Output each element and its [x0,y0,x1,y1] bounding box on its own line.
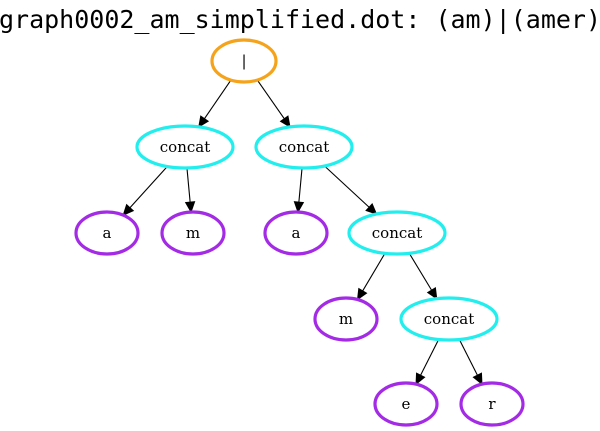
node-leaf-n3: a [74,210,140,256]
node-leaf-n7: m [313,296,379,342]
arrowhead-n2-n5 [293,201,305,214]
node-label: concat [160,138,210,156]
node-root-n0: | [210,38,278,84]
node-leaf-n9: e [373,381,439,427]
arrowhead-n1-n4 [184,201,196,214]
node-leaf-n10: r [459,381,525,427]
node-ellipse [74,210,140,256]
node-label: concat [372,224,422,242]
node-concat-n2: concat [254,124,354,170]
edges-layer [122,79,483,386]
node-leaf-n4: m [160,210,226,256]
node-ellipse [459,381,525,427]
node-ellipse [399,296,499,342]
node-ellipse [210,38,278,84]
node-ellipse [373,381,439,427]
edge-n0-n2 [256,79,285,120]
node-ellipse [313,296,379,342]
node-label: e [402,395,411,413]
node-label: m [186,224,200,242]
edge-n1-n4 [186,167,191,203]
node-ellipse [263,210,329,256]
diagram-title: graph0002_am_simplified.dot: (am)|(amer) [0,5,600,34]
edge-n6-n8 [408,253,433,291]
edge-n8-n9 [420,339,440,376]
edge-n6-n7 [362,253,386,292]
arrowhead-n1-n3 [122,203,135,217]
node-concat-n1: concat [135,124,235,170]
edge-n0-n1 [204,79,232,119]
arrowhead-n8-n10 [472,372,483,386]
node-label: a [292,224,301,242]
arrowhead-n6-n7 [356,287,368,301]
node-label: m [339,310,353,328]
nodes-layer: | concat concat a m a concat m concat e r [74,38,525,427]
node-concat-n6: concat [347,210,447,256]
node-label: concat [424,310,474,328]
arrowhead-n8-n9 [415,372,426,386]
arrowhead-n6-n8 [426,286,438,300]
edge-n2-n6 [324,165,370,208]
node-ellipse [347,210,447,256]
arrowhead-n2-n6 [365,203,378,215]
node-ellipse [254,124,354,170]
node-concat-n8: concat [399,296,499,342]
edge-n2-n5 [298,167,303,203]
node-ellipse [135,124,235,170]
node-label: r [488,395,496,413]
node-label: | [241,52,246,70]
node-label: a [103,224,112,242]
node-label: concat [279,138,329,156]
node-ellipse [160,210,226,256]
edge-n8-n10 [458,339,478,376]
node-leaf-n5: a [263,210,329,256]
edge-n1-n3 [129,166,168,209]
arrowhead-n0-n2 [279,115,291,128]
arrowhead-n0-n1 [198,115,210,128]
